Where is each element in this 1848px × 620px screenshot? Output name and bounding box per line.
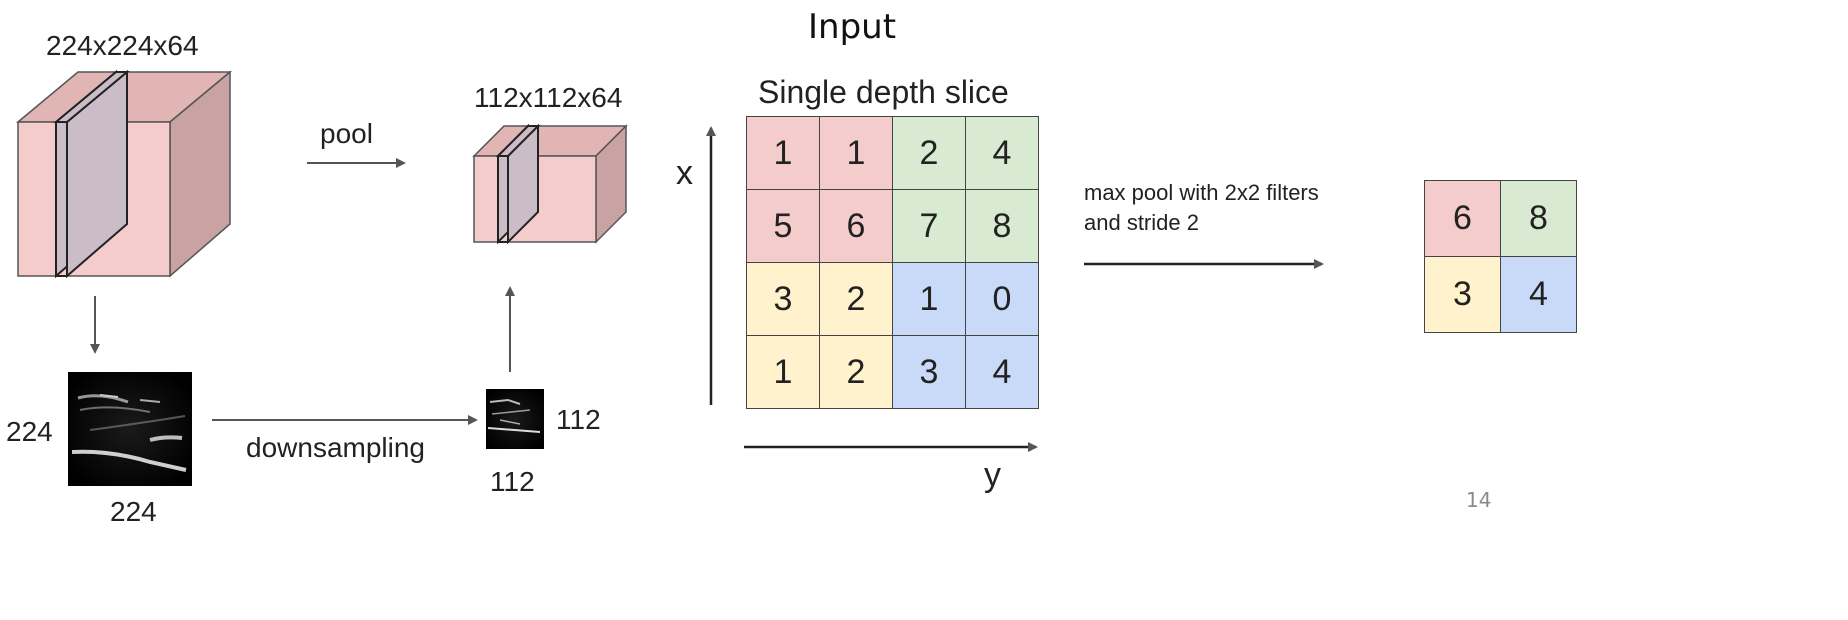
downsampling-label: downsampling (246, 432, 425, 463)
maxpool-description-line1: max pool with 2x2 filters (1084, 180, 1319, 205)
large-volume-label: 224x224x64 (46, 30, 199, 61)
input-slice-cell: 0 (965, 262, 1039, 336)
input-slice-cell: 1 (892, 262, 966, 336)
input-slice-cell: 4 (965, 116, 1039, 190)
input-slice-cell: 4 (965, 335, 1039, 409)
maxpool-description-line2: and stride 2 (1084, 210, 1199, 235)
input-slice-cell: 2 (819, 335, 893, 409)
activation-map-small (486, 389, 544, 449)
large-volume-slice (53, 69, 130, 279)
slice-title: Single depth slice (758, 74, 1009, 110)
activation-map-large (68, 372, 192, 486)
input-slice-cell: 7 (892, 189, 966, 263)
input-slice-cell: 8 (965, 189, 1039, 263)
large-volume-cube (15, 69, 233, 279)
small-volume-cube (472, 123, 628, 245)
input-slice-cell: 2 (819, 262, 893, 336)
large-image-bottom-label: 224 (110, 496, 157, 527)
input-slice-cell: 3 (746, 262, 820, 336)
pool-label: pool (320, 118, 373, 149)
small-volume-label: 112x112x64 (474, 82, 623, 113)
output-cell: 8 (1500, 180, 1577, 257)
y-axis-label: y (984, 456, 1001, 494)
slide-number: 14 (1466, 488, 1492, 512)
output-cell: 3 (1424, 256, 1501, 333)
small-image-bottom-label: 112 (490, 466, 535, 497)
x-axis-label: x (676, 154, 693, 192)
input-slice-cell: 1 (746, 335, 820, 409)
small-image-side-label: 112 (556, 404, 601, 435)
input-slice-cell: 5 (746, 189, 820, 263)
input-slice-cell: 6 (819, 189, 893, 263)
output-cell: 4 (1500, 256, 1577, 333)
large-image-side-label: 224 (6, 416, 53, 447)
input-slice-cell: 3 (892, 335, 966, 409)
input-slice-cell: 1 (819, 116, 893, 190)
output-cell: 6 (1424, 180, 1501, 257)
slide-title: Input (808, 7, 897, 47)
small-volume-slice (495, 123, 541, 245)
input-slice-cell: 2 (892, 116, 966, 190)
input-slice-cell: 1 (746, 116, 820, 190)
